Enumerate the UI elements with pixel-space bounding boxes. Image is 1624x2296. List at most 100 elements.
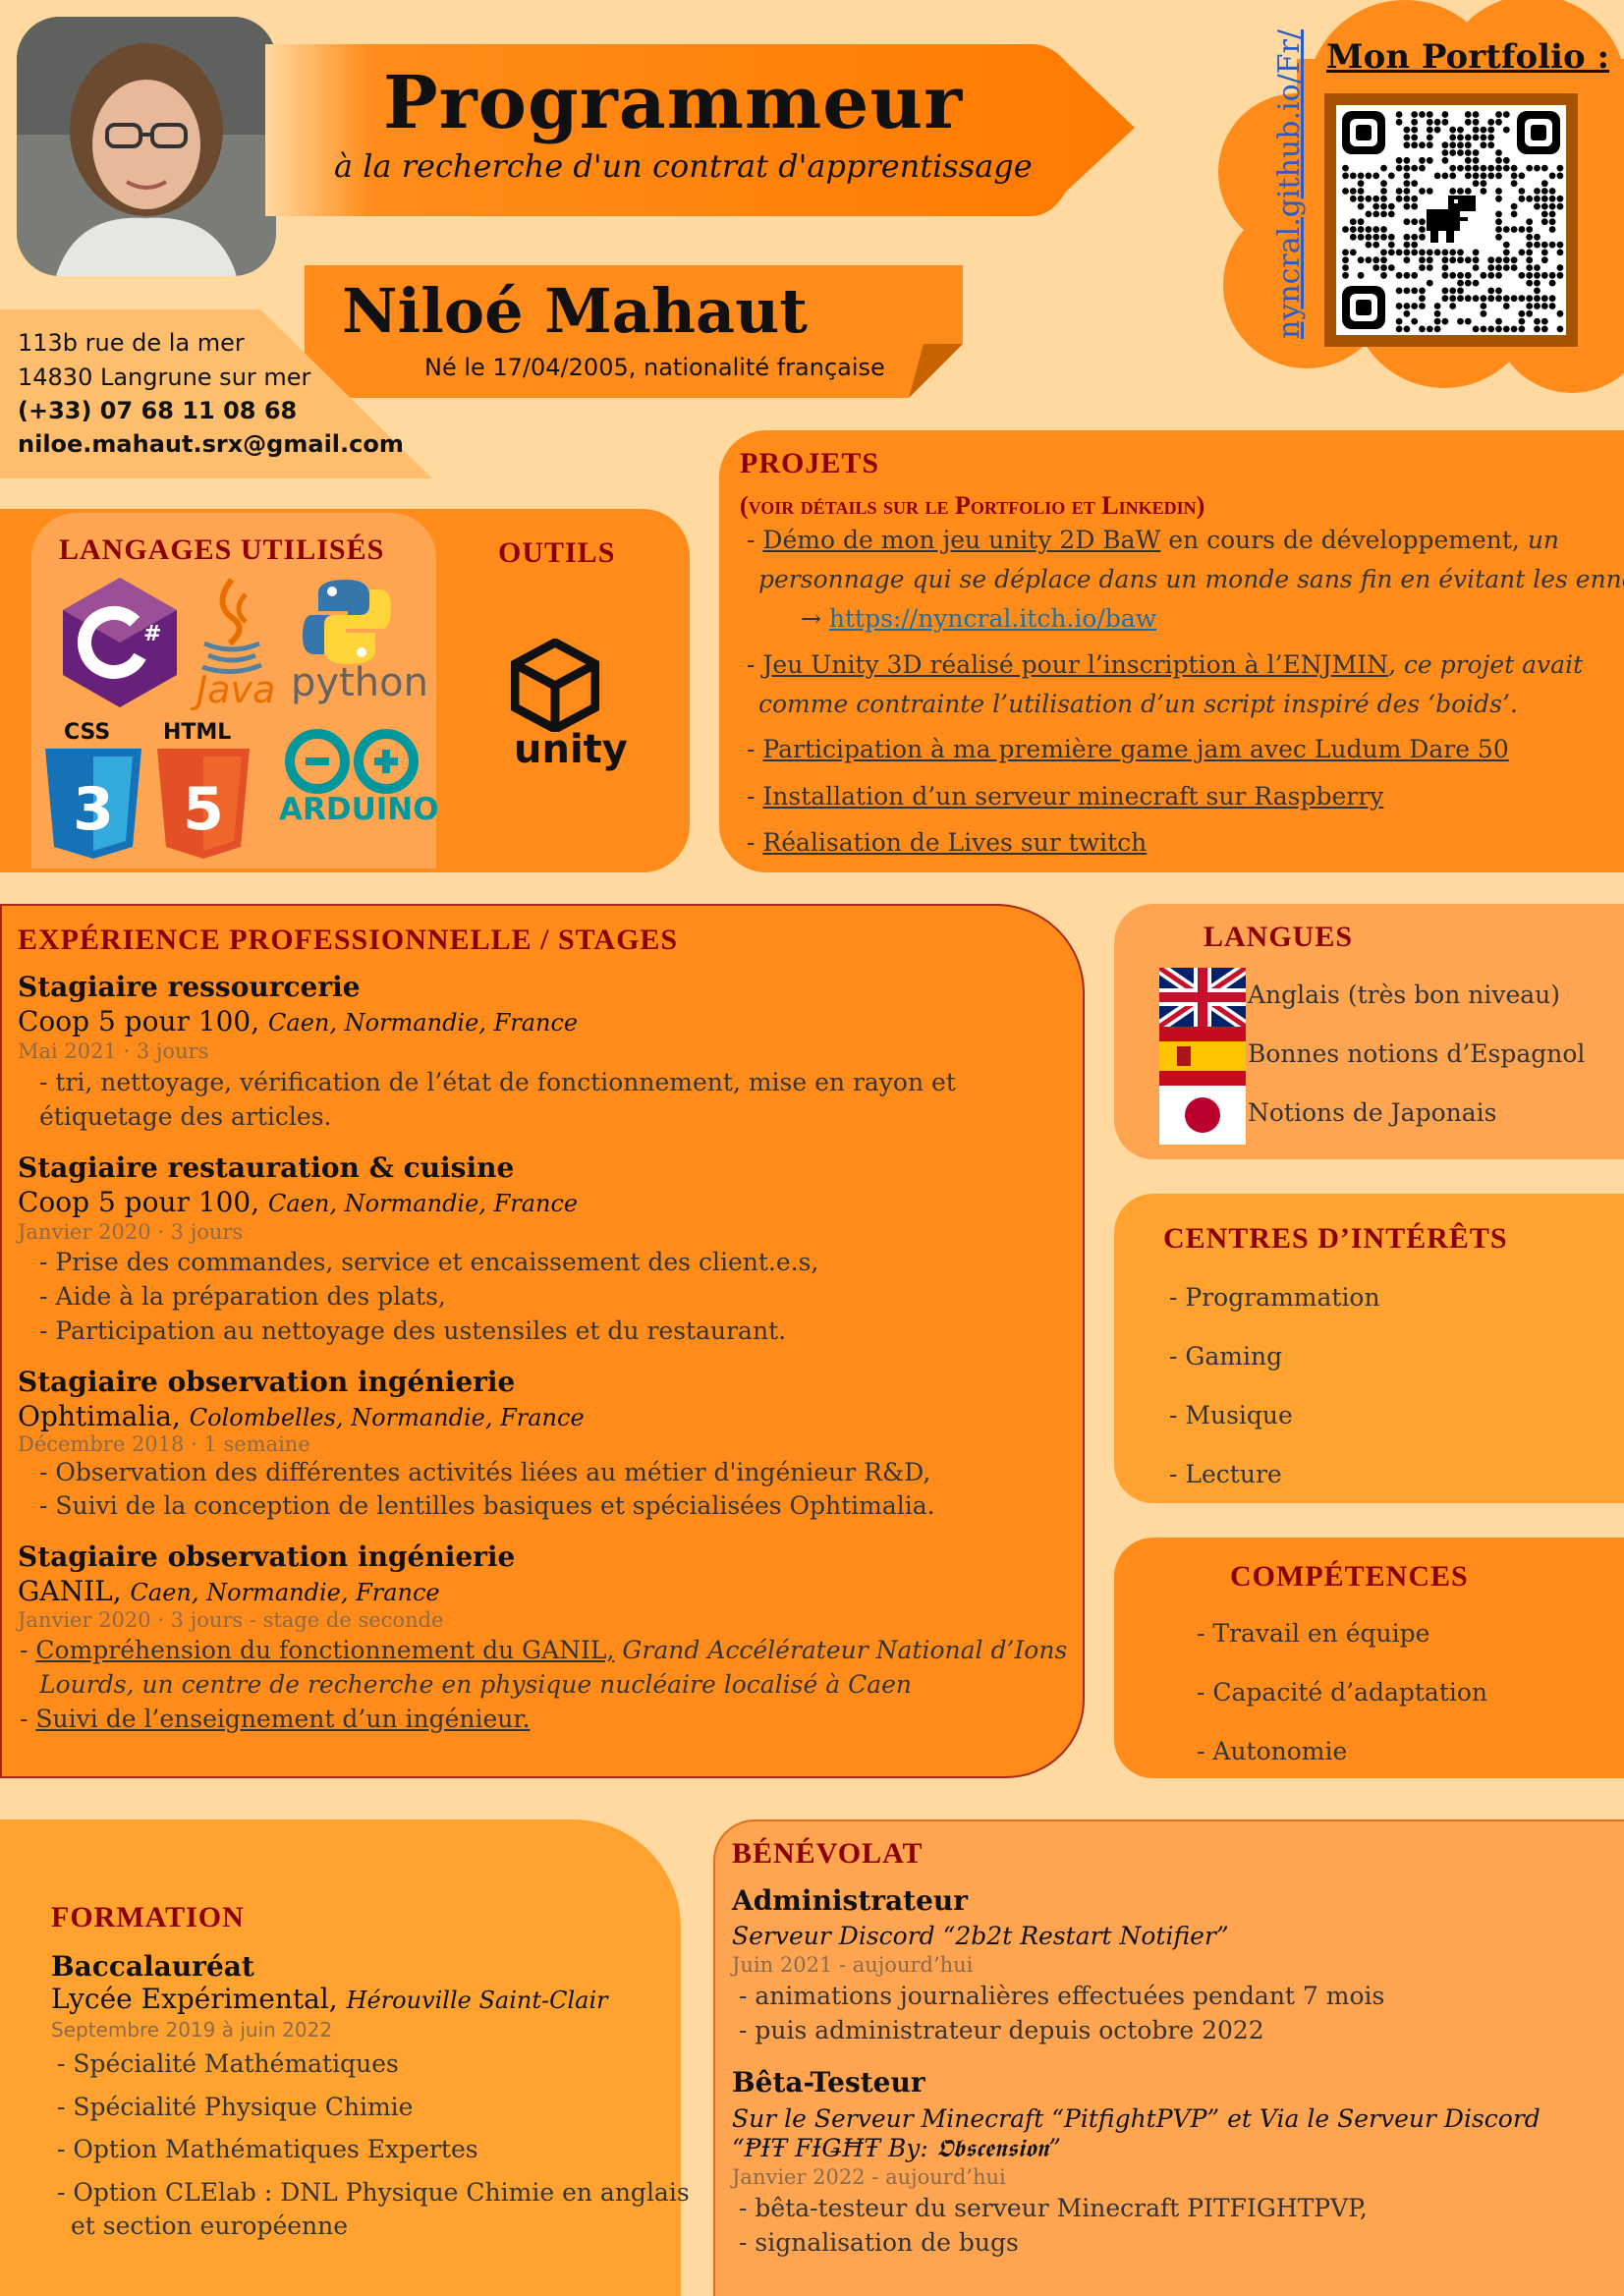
exp-2-location: Caen, Normandie, France: [268, 1190, 579, 1217]
formation-degree: Baccalauréat: [51, 1950, 254, 1983]
benevolat-1-date: Juin 2021 - aujourd’hui: [732, 1953, 974, 1977]
exp-3-company: Ophtimalia,: [18, 1400, 190, 1432]
exp-4-org: GANIL, Caen, Normandie, France: [18, 1575, 440, 1607]
experience-panel: [0, 904, 1085, 1778]
project-1-url[interactable]: https://nyncral.itch.io/baw: [828, 604, 1157, 633]
uk-flag-icon: [1159, 968, 1246, 1027]
formation-panel: [0, 1820, 681, 2296]
interest-2: - Gaming: [1169, 1342, 1283, 1371]
competence-1: - Travail en équipe: [1197, 1619, 1430, 1648]
portfolio-qr-code[interactable]: [1324, 93, 1578, 347]
java-logo: [193, 575, 271, 707]
exp-1-detail-2: étiquetage des articles.: [39, 1102, 332, 1131]
exp-3-date: Décembre 2018 · 1 semaine: [18, 1432, 310, 1456]
formation-item-4-cont: et section européenne: [71, 2212, 349, 2240]
language-3: Notions de Japonais: [1248, 1098, 1497, 1127]
python-logo-text: python: [291, 660, 428, 705]
project-1-link[interactable]: Démo de mon jeu unity 2D BaW: [762, 526, 1161, 554]
projects-panel: [719, 430, 1624, 872]
formation-item-4: - Option CLElab : DNL Physique Chimie en…: [57, 2178, 690, 2207]
exp-4-link-1[interactable]: Compréhension du fonctionnement du GANIL…: [35, 1636, 615, 1664]
exp-2-detail-3: - Participation au nettoyage des ustensi…: [39, 1316, 787, 1345]
page-title: Programmeur: [383, 61, 964, 145]
benevolat-2-org-2: “ⱣƗŦ FƗǤĦŦ By: 𝕺𝖇𝖘𝖈𝖊𝖓𝖘𝖎𝖔𝖓”: [732, 2134, 1061, 2162]
benevolat-2-org-1: Sur le Serveur Minecraft “PitfightPVP” e…: [732, 2104, 1540, 2133]
languages-title: LANGUES: [1204, 921, 1354, 953]
svg-text:#: #: [143, 622, 161, 646]
benevolat-1-role: Administrateur: [732, 1884, 969, 1917]
exp-1-role: Stagiaire ressourcerie: [18, 971, 361, 1003]
formation-date: Septembre 2019 à juin 2022: [51, 2018, 333, 2042]
project-1-cont: personnage qui se déplace dans un monde …: [758, 565, 1624, 593]
language-1: Anglais (très bon niveau): [1248, 980, 1561, 1009]
benevolat-2-role: Bêta-Testeur: [732, 2066, 925, 2099]
formation-item-3: - Option Mathématiques Expertes: [57, 2135, 478, 2163]
formation-school: Lycée Expérimental, Hérouville Saint-Cla…: [51, 1983, 608, 2015]
exp-1-location: Caen, Normandie, France: [268, 1009, 579, 1036]
project-1-url-row: → https://nyncral.itch.io/baw: [801, 604, 1157, 633]
project-3-link[interactable]: Participation à ma première game jam ave…: [762, 735, 1509, 763]
css-logo: 3: [45, 749, 141, 859]
competences-title: COMPÉTENCES: [1230, 1560, 1469, 1593]
csharp-logo: #: [61, 578, 179, 707]
exp-1-company: Coop 5 pour 100,: [18, 1005, 269, 1037]
exp-2-role: Stagiaire restauration & cuisine: [18, 1151, 515, 1184]
exp-3-detail-1: - Observation des différentes activités …: [39, 1458, 931, 1486]
arduino-logo-text: ARDUINO: [279, 792, 439, 827]
benevolat-title: BÉNÉVOLAT: [732, 1837, 924, 1870]
exp-1-detail-1: - tri, nettoyage, vérification de l’état…: [39, 1068, 956, 1096]
interests-panel: [1114, 1194, 1624, 1503]
benevolat-1-org: Serveur Discord “2b2t Restart Notifier”: [732, 1922, 1229, 1950]
contact-panel: [0, 309, 437, 481]
css-logo-label: CSS: [64, 720, 111, 745]
project-1-italic: un: [1527, 526, 1560, 554]
svg-text:5: 5: [183, 775, 224, 844]
exp-2-detail-2: - Aide à la préparation des plats,: [39, 1282, 446, 1311]
email-address[interactable]: niloe.mahaut.srx@gmail.com: [18, 430, 404, 458]
exp-3-detail-2: - Suivi de la conception de lentilles ba…: [39, 1491, 935, 1520]
portfolio-title: Mon Portfolio :: [1326, 37, 1610, 77]
project-3: - Participation à ma première game jam a…: [747, 735, 1509, 763]
interest-3: - Musique: [1169, 1401, 1293, 1429]
exp-2-date: Janvier 2020 · 3 jours: [18, 1220, 244, 1244]
portfolio-link[interactable]: nyncral.github.io/Fr/: [1272, 28, 1307, 339]
interest-4: - Lecture: [1169, 1460, 1282, 1488]
exp-3-org: Ophtimalia, Colombelles, Normandie, Fran…: [18, 1400, 585, 1432]
exp-4-detail-3: - Suivi de l’enseignement d’un ingénieur…: [20, 1705, 531, 1733]
benevolat-2-date: Janvier 2022 - aujourd’hui: [732, 2165, 1006, 2189]
project-5-link[interactable]: Réalisation de Lives sur twitch: [762, 828, 1148, 857]
competence-2: - Capacité d’adaptation: [1197, 1678, 1488, 1707]
address-line-2: 14830 Langrune sur mer: [18, 364, 311, 391]
exp-4-italic-1: Grand Accélérateur National d’Ions: [614, 1636, 1068, 1664]
benevolat-2-detail-1: - bêta-testeur du serveur Minecraft PITF…: [739, 2194, 1368, 2222]
project-1: - Démo de mon jeu unity 2D BaW en cours …: [747, 526, 1560, 554]
unity-logo-text: unity: [514, 727, 628, 772]
profile-photo: [17, 17, 276, 276]
birth-info: Né le 17/04/2005, nationalité française: [424, 354, 885, 381]
html-logo-label: HTML: [163, 720, 232, 745]
benevolat-2-detail-2: - signalisation de bugs: [739, 2228, 1019, 2257]
exp-4-detail-2: Lourds, un centre de recherche en physiq…: [39, 1670, 913, 1699]
formation-city: Hérouville Saint-Clair: [346, 1987, 608, 2014]
svg-text:3: 3: [73, 775, 114, 844]
projects-title: PROJETS: [740, 447, 880, 479]
project-2-italic: , ce projet avait: [1387, 650, 1584, 679]
formation-item-1: - Spécialité Mathématiques: [57, 2049, 399, 2078]
name-banner: [305, 265, 963, 398]
experience-title: EXPÉRIENCE PROFESSIONNELLE / STAGES: [18, 924, 679, 956]
project-2: - Jeu Unity 3D réalisé pour l’inscriptio…: [747, 650, 1584, 679]
benevolat-panel: [713, 1820, 1624, 2296]
page-subtitle: à la recherche d'un contrat d'apprentiss…: [334, 147, 1033, 185]
project-4-link[interactable]: Installation d’un serveur minecraft sur …: [762, 782, 1384, 811]
exp-4-company: GANIL,: [18, 1575, 131, 1607]
exp-1-org: Coop 5 pour 100, Caen, Normandie, France: [18, 1005, 578, 1037]
competence-3: - Autonomie: [1197, 1737, 1348, 1765]
exp-4-link-2[interactable]: Suivi de l’enseignement d’un ingénieur.: [35, 1705, 531, 1733]
full-name: Niloé Mahaut: [342, 275, 808, 347]
exp-2-company: Coop 5 pour 100,: [18, 1186, 269, 1218]
python-logo: [303, 578, 391, 666]
exp-4-detail-1: - Compréhension du fonctionnement du GAN…: [20, 1636, 1068, 1664]
formation-school-name: Lycée Expérimental,: [51, 1983, 347, 2015]
spain-flag-icon: [1159, 1027, 1246, 1086]
project-2-link[interactable]: Jeu Unity 3D réalisé pour l’inscription …: [762, 650, 1388, 679]
